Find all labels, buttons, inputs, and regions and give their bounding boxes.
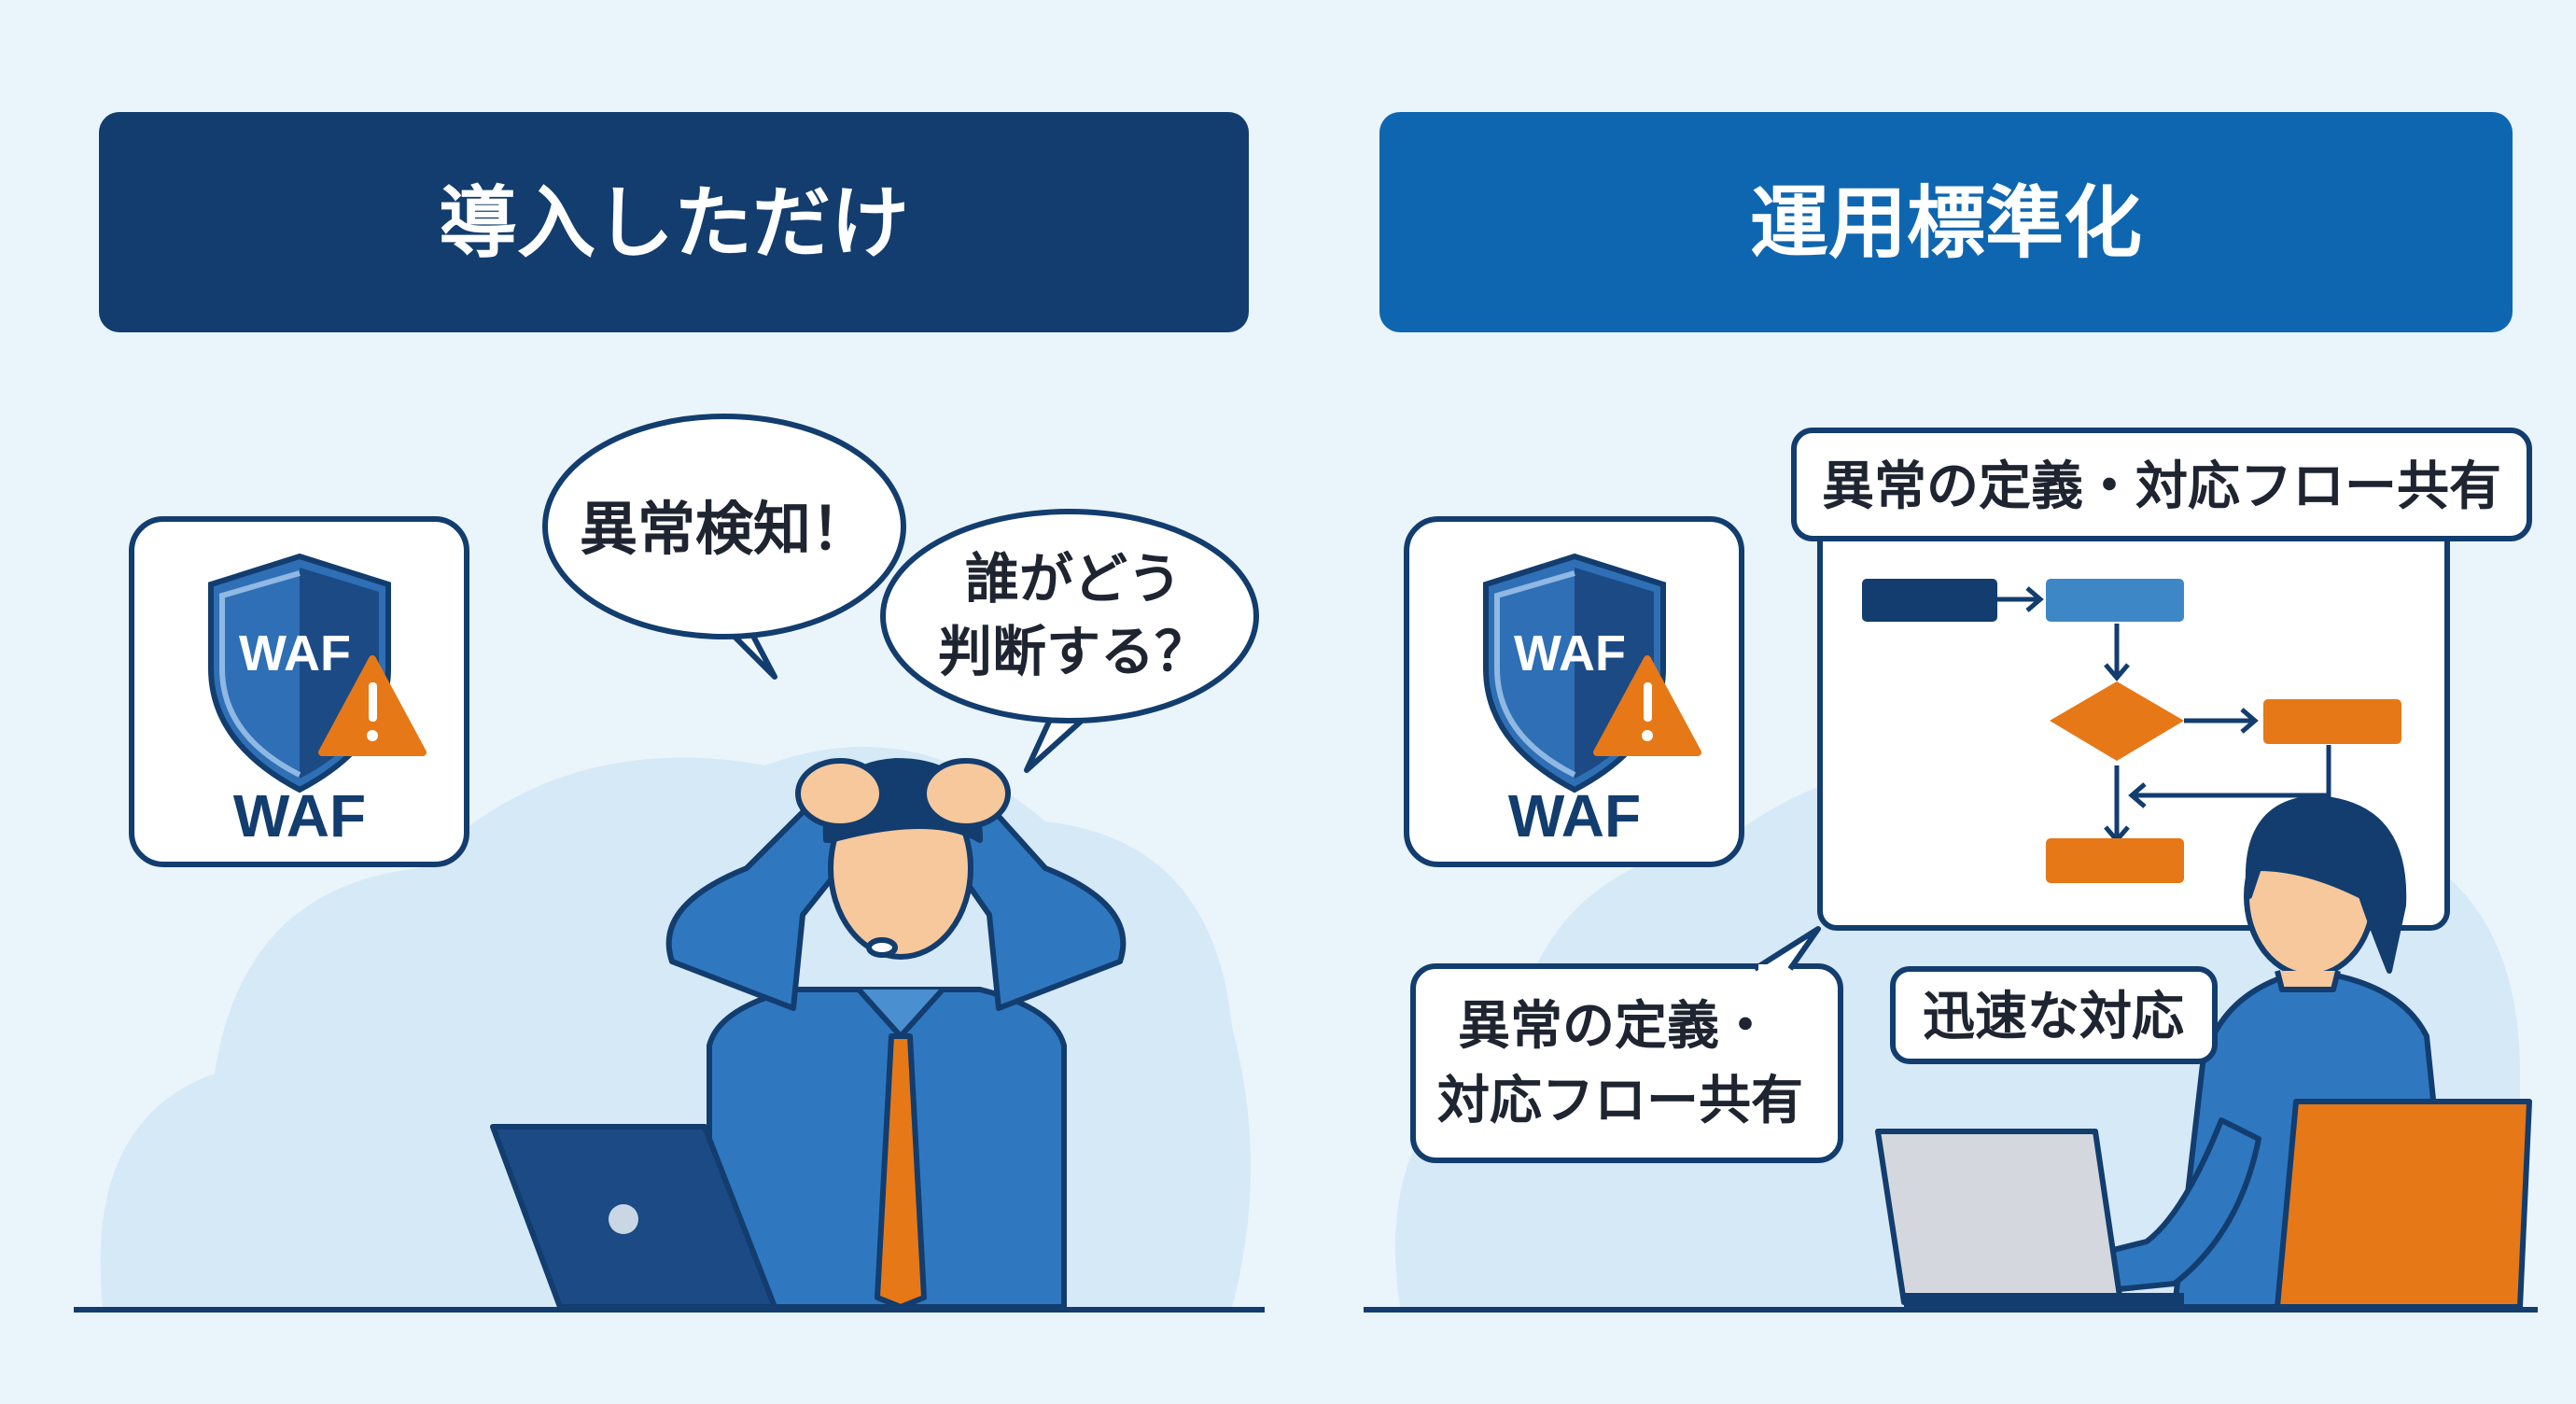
flow-step-start xyxy=(1862,579,1997,622)
shield-text: WAF xyxy=(1514,625,1626,681)
right-laptop xyxy=(1875,1129,2184,1307)
bubble-question-line1: 誰がどう xyxy=(965,547,1182,611)
left-title: 導入しただけ xyxy=(439,177,909,269)
flow-decision xyxy=(2050,681,2184,761)
right-waf-card: WAF WAF xyxy=(1407,519,1742,864)
flow-step-branch xyxy=(2263,699,2401,744)
bubble-alert-text: 異常検知！ xyxy=(580,495,869,563)
right-header: 運用標準化 xyxy=(1379,112,2513,332)
left-header: 導入しただけ xyxy=(99,112,1249,332)
quick-response-label: 迅速な対応 xyxy=(1890,966,2218,1064)
left-waf-card: WAF WAF xyxy=(132,519,467,864)
flow-step-end xyxy=(2046,838,2184,883)
bubble-shared-line1: 異常の定義・ xyxy=(1458,996,1771,1057)
waf-label: WAF xyxy=(233,782,366,849)
left-desk-line xyxy=(74,1307,1265,1313)
right-title: 運用標準化 xyxy=(1750,177,2142,269)
bubble-question-line2: 判断する？ xyxy=(938,620,1209,683)
board-label: 異常の定義・対応フロー共有 xyxy=(1791,428,2532,541)
bubble-question: 誰がどう 判断する？ xyxy=(880,509,1259,773)
shield-text: WAF xyxy=(239,625,351,681)
quick-response-text: 迅速な対応 xyxy=(1923,987,2184,1047)
board-label-text: 異常の定義・対応フロー共有 xyxy=(1822,456,2501,517)
flow-step-2 xyxy=(2046,579,2184,622)
bubble-shared-flow: 異常の定義・ 対応フロー共有 xyxy=(1410,926,1843,1163)
orange-chair xyxy=(2275,1099,2532,1310)
worried-person xyxy=(665,758,1127,1310)
waf-label: WAF xyxy=(1508,782,1641,849)
bubble-alert: 異常検知！ xyxy=(542,414,906,680)
bubble-shared-line2: 対応フロー共有 xyxy=(1437,1071,1803,1131)
right-desk-line xyxy=(1364,1307,2538,1313)
